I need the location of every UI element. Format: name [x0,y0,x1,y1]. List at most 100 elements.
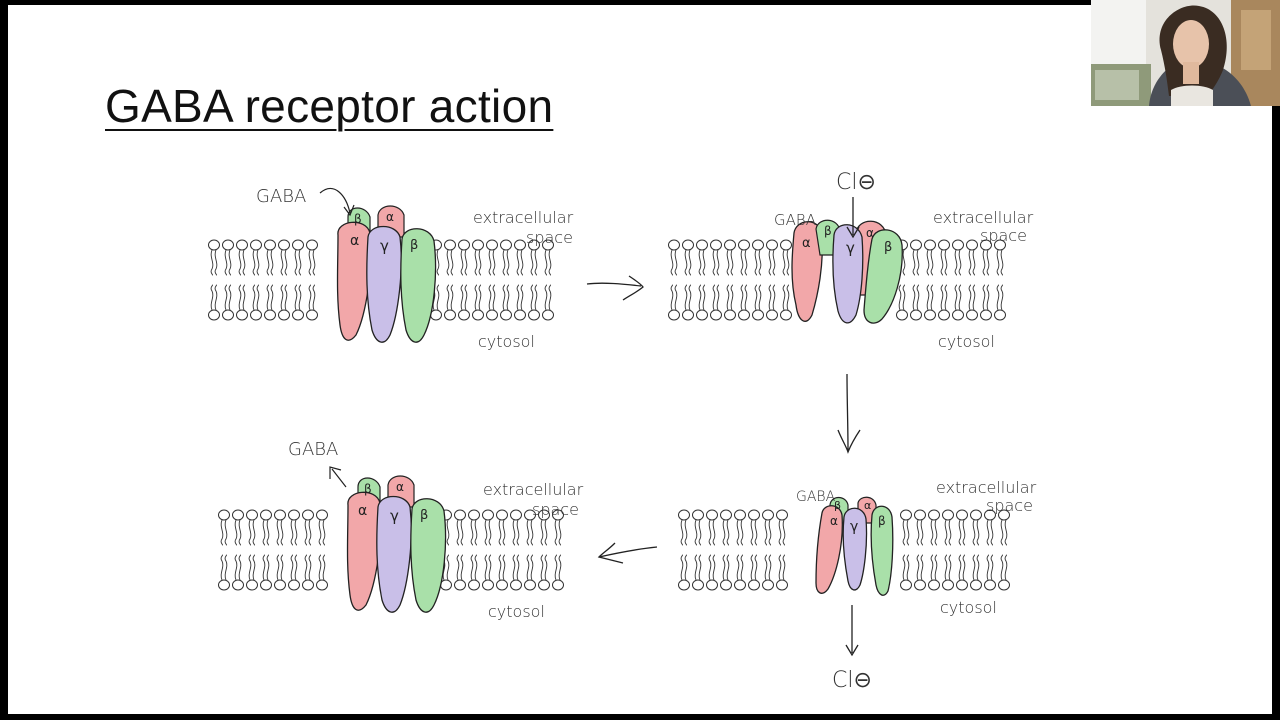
lipid-head [780,309,792,321]
lipid-tail [912,249,920,276]
lipid-tail [968,249,976,276]
lipid-tail [954,249,962,276]
lipid-tail [708,554,716,581]
receptor-diagram-2: α β γ α β GABA Cl⊖ extracellular space c… [668,170,1034,351]
lipid-head [288,509,300,521]
label-extracellular: extracellular [483,480,584,499]
lipid-tail [252,249,260,276]
lipid-tail [554,519,562,546]
subunit-gamma [366,225,402,343]
lipid-head [762,509,774,521]
lipid-head [236,309,248,321]
lipid-head [528,239,540,251]
lipid-head [776,509,788,521]
lipid-head [956,509,968,521]
lipid-head [928,579,940,591]
lipid-head [724,309,736,321]
lipid-tail [266,284,274,311]
lipid-head [454,509,466,521]
lipid-tail [1000,519,1008,546]
lipid-head [734,579,746,591]
flow-arrow-right-icon [586,275,644,301]
lipid-tail [516,284,524,311]
lipid-tail [308,249,316,276]
lipid-head [246,579,258,591]
lipid-head [292,239,304,251]
lipid-tail [916,519,924,546]
lipid-tail [740,284,748,311]
lipid-head [998,579,1010,591]
lipid-head [896,309,908,321]
lipid-head [306,309,318,321]
presenter-video-frame [1091,0,1280,106]
lipid-tail [498,554,506,581]
lipid-head [706,579,718,591]
lipid-head [780,239,792,251]
lipid-head [250,239,262,251]
lipid-tail [680,519,688,546]
lipid-bilayer-left [208,239,318,321]
lipid-tail [484,519,492,546]
lipid-tail [968,284,976,311]
lipid-head [752,309,764,321]
label-cytosol: cytosol [940,598,997,617]
lipid-tail [470,519,478,546]
lipid-tail [750,519,758,546]
lipid-head [914,509,926,521]
label-gaba: GABA [288,439,338,460]
lipid-head [458,239,470,251]
lipid-head [692,579,704,591]
lipid-tail [782,284,790,311]
lipid-head [430,309,442,321]
lipid-head [910,309,922,321]
lipid-tail [764,519,772,546]
lipid-head [232,579,244,591]
lipid-head [524,509,536,521]
lipid-head [762,579,774,591]
lipid-head [952,239,964,251]
label-alpha-left: α [802,236,811,251]
lipid-head [984,509,996,521]
receptor-diagram-1: α β α γ β GABA extracellular space cytos… [208,186,574,351]
lipid-tail [930,554,938,581]
lipid-head [724,239,736,251]
lipid-tail [694,554,702,581]
lipid-head [278,239,290,251]
lipid-head [970,579,982,591]
lipid-tail [540,519,548,546]
lipid-tail [488,284,496,311]
subunit-alpha [346,491,382,611]
gaba-release-arrow [329,466,347,488]
lipid-head [542,239,554,251]
lipid-tail [1000,554,1008,581]
lipid-tail [304,519,312,546]
label-cytosol: cytosol [488,602,545,621]
lipid-tail [262,554,270,581]
lipid-tail [530,249,538,276]
lipid-tail [308,284,316,311]
lipid-tail [304,554,312,581]
lipid-head [682,309,694,321]
lipid-head [678,509,690,521]
lipid-tail [986,519,994,546]
label-gaba: GABA [774,211,816,229]
lipid-tail [502,284,510,311]
lipid-head [752,239,764,251]
label-gaba: GABA [256,186,306,207]
lipid-tail [982,249,990,276]
lipid-head [468,579,480,591]
lipid-head [292,309,304,321]
label-beta-top: β [824,224,832,238]
label-beta-right: β [884,240,892,255]
lipid-head [208,239,220,251]
label-space: space [526,228,573,247]
lipid-tail [954,284,962,311]
panel-receptor-closed-binding: α β α γ β GABA extracellular space cytos… [198,175,578,405]
label-gamma: γ [380,237,389,255]
lipid-head [250,309,262,321]
flow-arrow-down-icon [837,373,861,454]
lipid-head [264,239,276,251]
lipid-tail [294,284,302,311]
lipid-head [942,579,954,591]
lipid-head [938,239,950,251]
